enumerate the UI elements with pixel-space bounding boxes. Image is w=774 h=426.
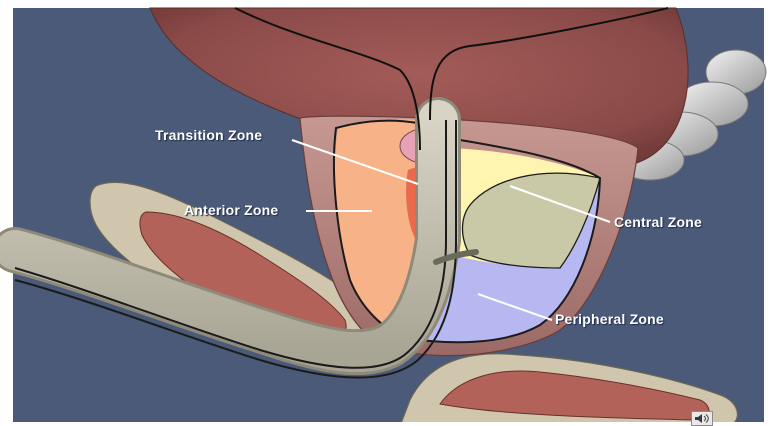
speaker-icon [692,412,712,425]
transition-zone-label: Transition Zone [155,127,262,143]
peripheral-zone-label: Peripheral Zone [555,311,664,327]
audio-button[interactable] [691,411,713,426]
left-frame [0,0,13,426]
anterior-zone-label: Anterior Zone [184,202,278,218]
bottom-frame [0,422,774,426]
right-frame [764,0,774,426]
top-frame [0,0,774,8]
central-zone-label: Central Zone [614,214,702,230]
